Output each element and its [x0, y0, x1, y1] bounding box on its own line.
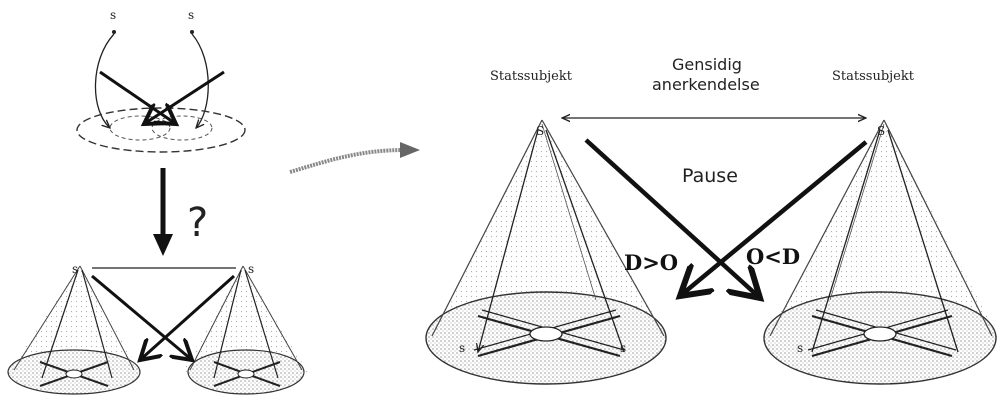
- pause-label: Pause: [682, 165, 738, 187]
- left-subject-label: Statssubjekt: [490, 69, 573, 84]
- relation-o-under-d: O<D: [746, 244, 800, 269]
- bottom-left-diagram: s s: [8, 262, 308, 394]
- mutual-recognition-line1: Gensidig: [672, 55, 742, 74]
- question-mark: ?: [187, 200, 208, 246]
- node-s-bl-right: s: [248, 262, 254, 276]
- top-left-diagram: s s: [77, 8, 245, 152]
- transition-down-arrow: ?: [153, 168, 208, 256]
- node-s-right-base: s: [797, 341, 803, 355]
- node-s-left-top: s: [110, 8, 116, 22]
- right-subject-label: Statssubjekt: [832, 69, 915, 84]
- node-S-right: S: [877, 124, 885, 138]
- node-s-right-top: s: [188, 8, 194, 22]
- right-large-diagram: Statssubjekt Statssubjekt Gensidig anerk…: [426, 55, 998, 384]
- relation-d-over-o: D>O: [624, 250, 678, 275]
- node-s-left-base-right: s: [620, 341, 626, 355]
- node-s-left-base: s: [459, 341, 465, 355]
- node-s-bl-left: s: [72, 262, 78, 276]
- node-S-left: S: [536, 124, 544, 138]
- transition-curved-arrow: [290, 142, 420, 172]
- mutual-recognition-line2: anerkendelse: [652, 75, 760, 94]
